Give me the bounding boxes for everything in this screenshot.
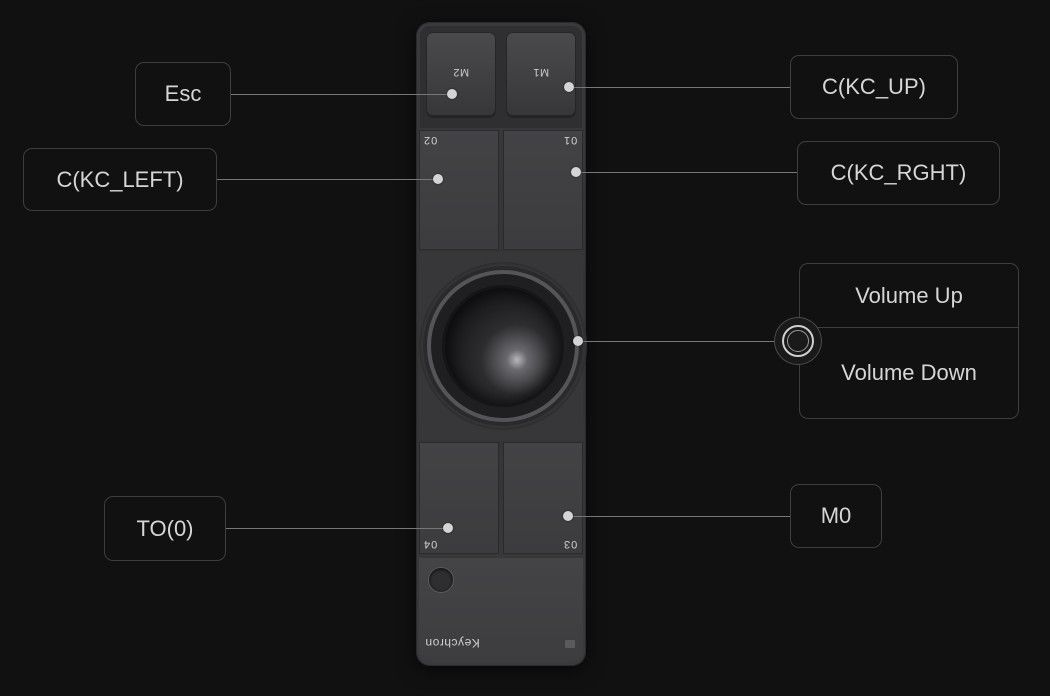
keychron-trackball-device: M2 M1 02 01 04 03 Keychron bbox=[416, 22, 587, 666]
button-04-legend: 04 bbox=[423, 538, 438, 550]
key-m1[interactable]: M1 bbox=[506, 32, 576, 116]
dot-m1 bbox=[564, 82, 574, 92]
label-kc-rght[interactable]: C(KC_RGHT) bbox=[797, 141, 1000, 205]
dot-03 bbox=[563, 511, 573, 521]
scroll-wheel-area bbox=[419, 252, 587, 440]
key-m2-legend: M2 bbox=[452, 66, 470, 78]
button-02[interactable]: 02 bbox=[419, 130, 499, 250]
dot-knob bbox=[573, 336, 583, 346]
button-03[interactable]: 03 bbox=[503, 442, 583, 554]
label-volume-up[interactable]: Volume Up bbox=[800, 264, 1018, 328]
button-02-legend: 02 bbox=[423, 134, 438, 146]
dot-01 bbox=[571, 167, 581, 177]
macro-key-strip: M2 M1 bbox=[420, 26, 582, 128]
button-04[interactable]: 04 bbox=[419, 442, 499, 554]
button-01[interactable]: 01 bbox=[503, 130, 583, 250]
key-m2[interactable]: M2 bbox=[426, 32, 496, 116]
key-m1-legend: M1 bbox=[532, 66, 550, 78]
connector-m0 bbox=[568, 516, 790, 517]
knob-icon bbox=[775, 318, 821, 364]
button-03-legend: 03 bbox=[562, 538, 577, 550]
trackball[interactable] bbox=[445, 288, 561, 404]
label-to0[interactable]: TO(0) bbox=[104, 496, 226, 561]
label-esc[interactable]: Esc bbox=[135, 62, 231, 126]
dot-m2 bbox=[447, 89, 457, 99]
bottom-panel: Keychron bbox=[419, 558, 583, 662]
knob-icon-outer-ring bbox=[782, 325, 814, 357]
label-kc-up[interactable]: C(KC_UP) bbox=[790, 55, 958, 119]
pair-button[interactable] bbox=[429, 568, 453, 592]
status-led-icon bbox=[565, 640, 575, 648]
connector-knob bbox=[578, 341, 776, 342]
label-volume-down[interactable]: Volume Down bbox=[841, 360, 977, 385]
connector-kc-up bbox=[569, 87, 790, 88]
label-kc-left[interactable]: C(KC_LEFT) bbox=[23, 148, 217, 211]
brand-logo: Keychron bbox=[425, 636, 480, 650]
connector-to0 bbox=[226, 528, 448, 529]
dot-02 bbox=[433, 174, 443, 184]
knob-icon-inner-ring bbox=[787, 330, 809, 352]
connector-kc-rght bbox=[576, 172, 797, 173]
knob-assignment-box: Volume Up Volume Down bbox=[799, 263, 1019, 419]
button-01-legend: 01 bbox=[562, 134, 577, 146]
connector-esc bbox=[231, 94, 452, 95]
label-m0[interactable]: M0 bbox=[790, 484, 882, 548]
dot-04 bbox=[443, 523, 453, 533]
connector-kc-left bbox=[217, 179, 438, 180]
